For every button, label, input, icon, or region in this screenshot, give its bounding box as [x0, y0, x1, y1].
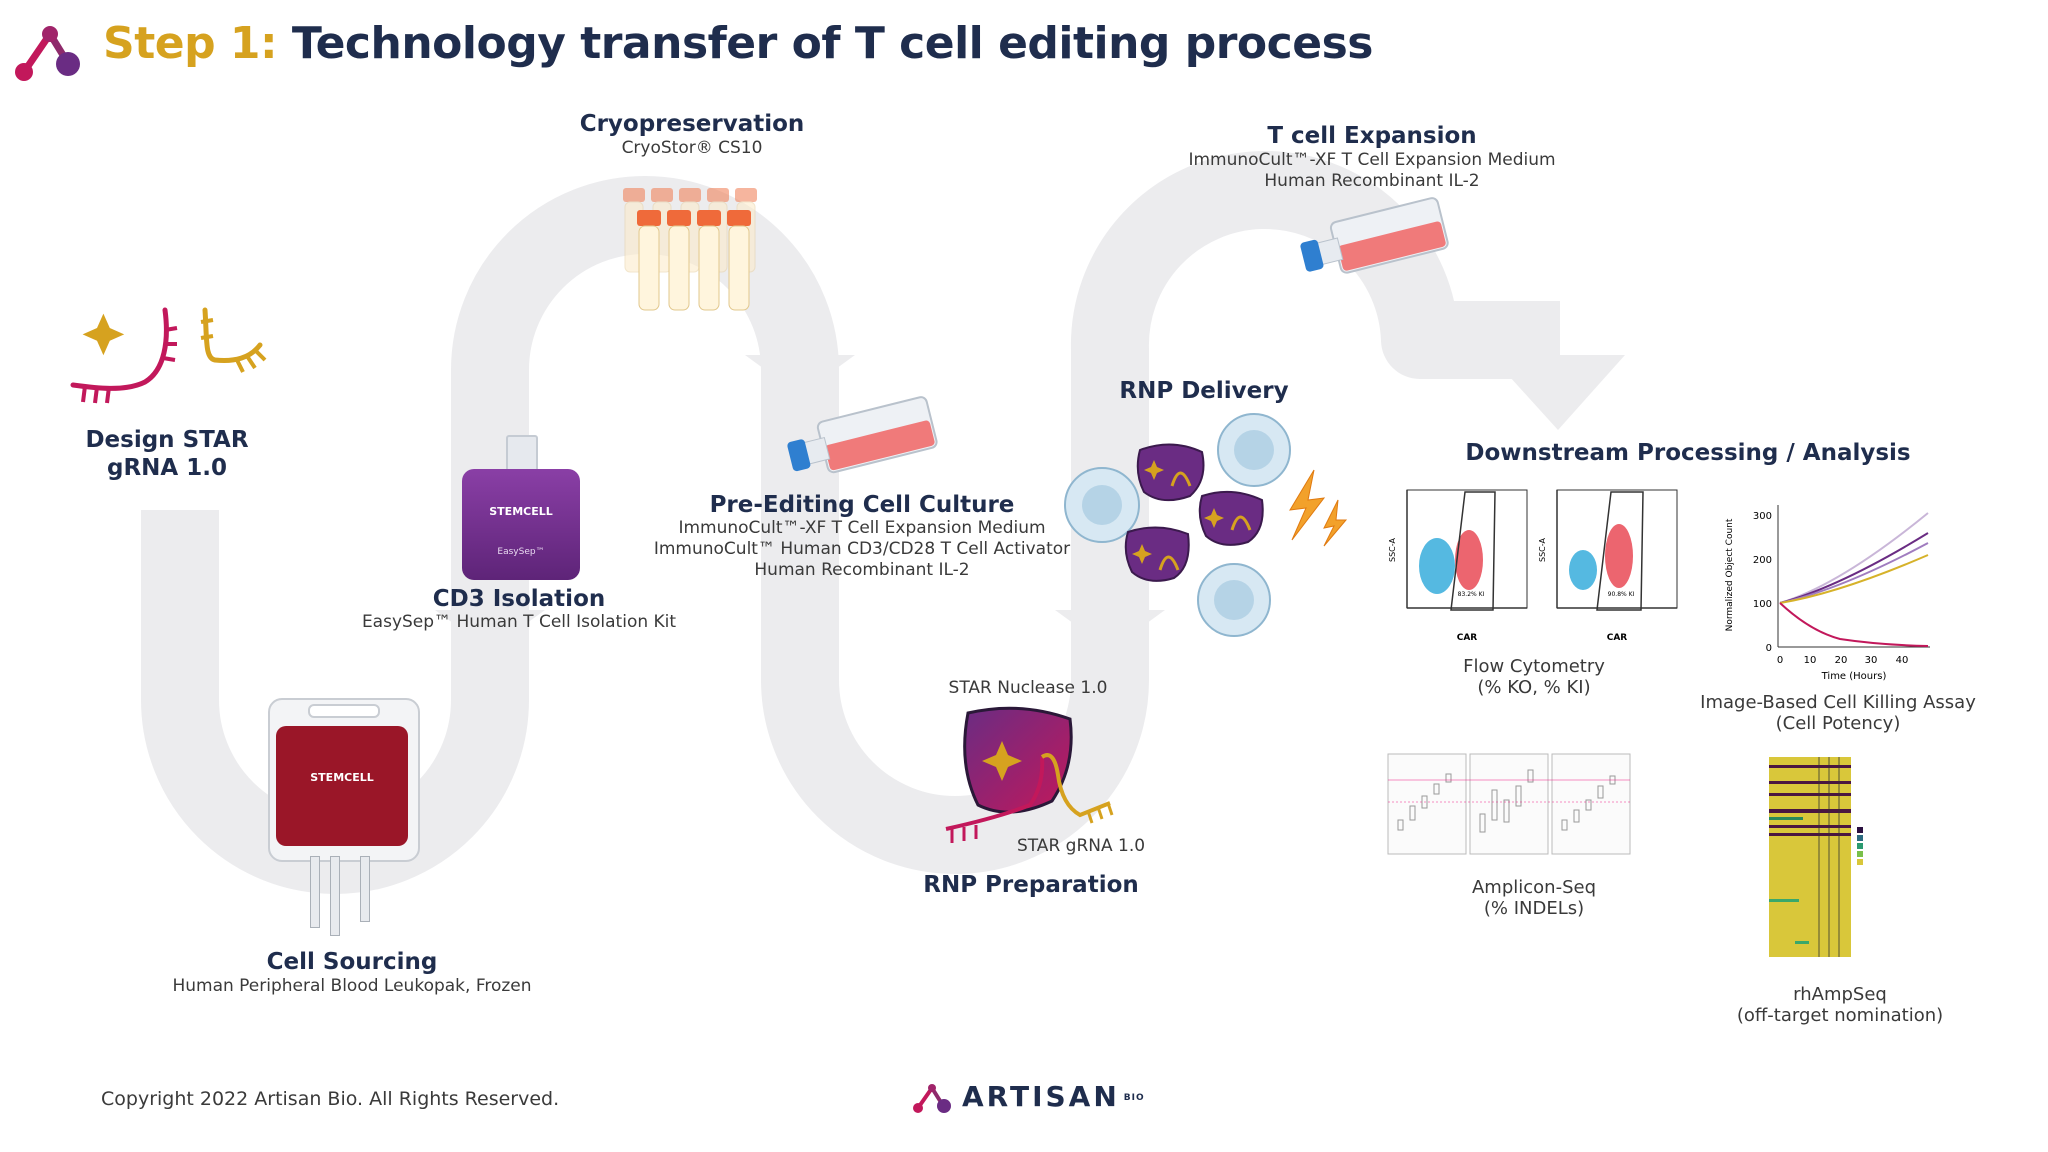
expansion-title: T cell Expansion — [1267, 123, 1477, 149]
killing-xtick-2: 20 — [1835, 655, 1848, 666]
flow-ylabel-1: SSC-A — [1388, 538, 1397, 562]
pre-editing-sub2: ImmunoCult™ Human CD3/CD28 T Cell Activa… — [653, 539, 1071, 559]
killing-xtick-1: 10 — [1804, 655, 1817, 666]
downstream-title: Downstream Processing / Analysis — [1465, 440, 1911, 466]
cd3-sub: EasySep™ Human T Cell Isolation Kit — [361, 612, 677, 632]
expansion-flask-icon — [1300, 197, 1449, 274]
footer-logo-icon — [913, 1084, 951, 1113]
rnp-delivery-icon — [1064, 413, 1348, 637]
killing-caption1: Image-Based Cell Killing Assay — [1700, 692, 1976, 713]
flow-gate1-label: 83.2% KI — [1458, 591, 1485, 598]
rnp-prep-title: RNP Preparation — [923, 872, 1139, 898]
flow-xlabel-2: CAR — [1607, 633, 1628, 643]
easysep-box-label: EasySep™ — [497, 547, 545, 557]
page-title: Step 1: Technology transfer of T cell ed… — [103, 18, 1373, 69]
killing-caption: Image-Based Cell Killing Assay(Cell Pote… — [1700, 692, 1976, 734]
pre-editing-sub3: Human Recombinant IL-2 — [754, 560, 970, 580]
rnp-delivery-title: RNP Delivery — [1119, 378, 1289, 404]
killing-ylabel: Normalized Object Count — [1725, 518, 1735, 631]
flow-xlabel-1: CAR — [1457, 633, 1478, 643]
amplicon-caption: Amplicon-Seq(% INDELs) — [1472, 877, 1596, 919]
easysep-box: STEMCELL EasySep™ — [462, 435, 580, 580]
sourcing-sub: Human Peripheral Blood Leukopak, Frozen — [172, 976, 532, 996]
page-title-text: Technology transfer of T cell editing pr… — [291, 18, 1374, 69]
killing-xtick-3: 30 — [1865, 655, 1878, 666]
page-title-step: Step 1: — [103, 18, 278, 69]
design-star-line2: gRNA 1.0 — [107, 455, 227, 481]
killing-assay-chart: Normalized Object Count 0 100 200 300 0 … — [1725, 505, 1930, 682]
killing-ytick-0: 0 — [1766, 643, 1772, 654]
artisan-logo-icon — [15, 26, 80, 81]
pre-editing-sub1: ImmunoCult™-XF T Cell Expansion Medium — [678, 518, 1046, 538]
flow-caption2: (% KO, % KI) — [1477, 677, 1591, 698]
killing-ytick-2: 200 — [1753, 555, 1772, 566]
flow-gate2-label: 90.8% KI — [1608, 591, 1635, 598]
killing-caption2: (Cell Potency) — [1775, 713, 1901, 734]
cryo-sub: CryoStor® CS10 — [621, 138, 763, 158]
easysep-box-brand: STEMCELL — [489, 505, 553, 518]
killing-xtick-0: 0 — [1777, 655, 1783, 666]
sourcing-title: Cell Sourcing — [266, 949, 438, 975]
rhamp-caption: rhAmpSeq(off-target nomination) — [1737, 984, 1943, 1026]
cd3-title: CD3 Isolation — [432, 586, 606, 612]
blood-bag: STEMCELL — [268, 698, 420, 936]
amplicon-caption1: Amplicon-Seq — [1471, 877, 1597, 898]
cryovials-icon — [623, 188, 757, 311]
flow-caption1: Flow Cytometry — [1463, 656, 1605, 677]
killing-xtick-4: 40 — [1896, 655, 1909, 666]
rhamp-caption2: (off-target nomination) — [1736, 1005, 1944, 1026]
amplicon-caption2: (% INDELs) — [1483, 898, 1585, 919]
killing-xlabel: Time (Hours) — [1821, 671, 1887, 682]
design-star-line1: Design STAR — [85, 427, 249, 453]
flow-ylabel-2: SSC-A — [1538, 538, 1547, 562]
flow-caption: Flow Cytometry(% KO, % KI) — [1463, 656, 1605, 698]
rnp-complex-icon — [945, 706, 1114, 843]
flow-cytometry-plots: 83.2% KI CAR SSC-A 90.8% KI CAR SSC-A — [1388, 489, 1678, 643]
amplicon-seq-plot — [1387, 753, 1631, 855]
rhamp-caption1: rhAmpSeq — [1793, 984, 1887, 1005]
grna-icon — [70, 307, 267, 404]
footer-brand-name: ARTISAN — [962, 1080, 1120, 1113]
pre-editing-title: Pre-Editing Cell Culture — [709, 492, 1015, 518]
killing-ytick-1: 100 — [1753, 599, 1772, 610]
killing-ytick-3: 300 — [1753, 511, 1772, 522]
grna-label: STAR gRNA 1.0 — [1016, 836, 1146, 856]
footer-brand-sup: BIO — [1123, 1093, 1145, 1103]
expansion-sub1: ImmunoCult™-XF T Cell Expansion Medium — [1188, 150, 1556, 170]
expansion-sub2: Human Recombinant IL-2 — [1264, 171, 1480, 191]
nuclease-label: STAR Nuclease 1.0 — [948, 678, 1108, 698]
blood-bag-brand: STEMCELL — [310, 771, 374, 784]
pre-editing-flask-icon — [787, 396, 938, 474]
rhampseq-heatmap — [1769, 757, 1863, 957]
cryo-title: Cryopreservation — [579, 111, 805, 137]
copyright-text: Copyright 2022 Artisan Bio. All Rights R… — [101, 1088, 560, 1110]
